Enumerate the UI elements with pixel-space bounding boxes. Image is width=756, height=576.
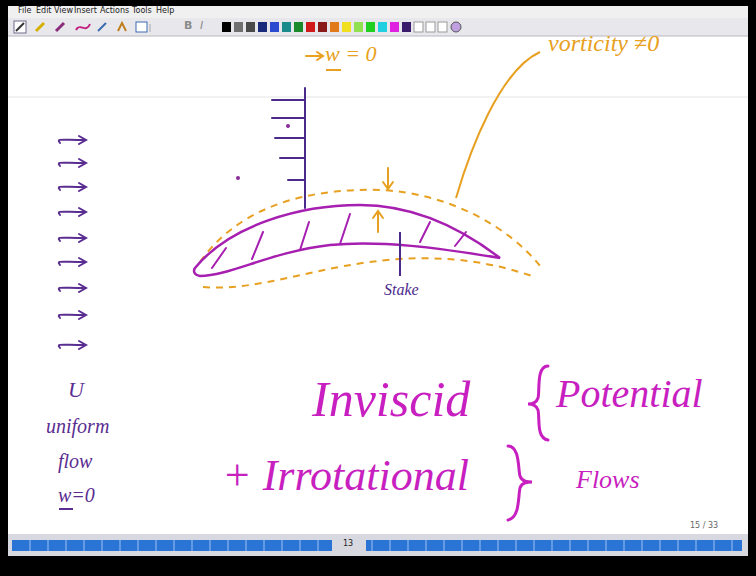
- menu-item: Help: [156, 7, 174, 16]
- page-strip-divider: [660, 540, 661, 551]
- menu-item: File: [18, 7, 31, 16]
- page-strip-divider: [498, 540, 499, 551]
- page-strip-divider: [156, 540, 157, 551]
- page-strip-divider: [264, 540, 265, 551]
- page-strip-divider: [246, 540, 247, 551]
- airfoil: [194, 205, 500, 276]
- page-strip-divider: [678, 540, 679, 551]
- page-strip-divider: [426, 540, 427, 551]
- stake-line: [399, 232, 401, 276]
- page-strip-divider: [732, 540, 733, 551]
- toolbar-tools: [14, 21, 150, 33]
- page-strip-divider: [390, 540, 391, 551]
- page-strip-divider: [552, 540, 553, 551]
- menu-item: View: [54, 7, 73, 16]
- page-strip-divider: [444, 540, 445, 551]
- toolbar-button: I: [200, 20, 203, 32]
- page-strip-divider: [174, 540, 175, 551]
- dot: [236, 176, 240, 180]
- page-strip-divider: [30, 540, 31, 551]
- page-strip-divider: [462, 540, 463, 551]
- annotation: flow: [58, 450, 92, 472]
- heading-word: + Irrotational: [222, 452, 469, 500]
- toolbar-button: B: [184, 20, 192, 32]
- page-strip-divider: [120, 540, 121, 551]
- page-guide: [8, 97, 748, 98]
- vector-underline: [59, 508, 73, 510]
- vector-underline: [326, 69, 341, 71]
- heading-word: Flows: [576, 466, 640, 495]
- page-counter: 15 / 33: [690, 522, 718, 531]
- page-strip-divider: [102, 540, 103, 551]
- page-strip-divider: [372, 540, 373, 551]
- airfoil-hatching: [212, 214, 466, 268]
- page-number: 13: [343, 540, 353, 549]
- menu-item: Actions: [100, 7, 129, 16]
- page-strip-divider: [84, 540, 85, 551]
- page-strip-divider: [228, 540, 229, 551]
- annotation: vorticity ≠0: [548, 30, 659, 56]
- page-strip-divider: [516, 540, 517, 551]
- page-strip-divider: [66, 540, 67, 551]
- page-strip-divider: [48, 540, 49, 551]
- page-strip-divider: [624, 540, 625, 551]
- heading-word: Potential: [556, 372, 703, 416]
- annotation: w = 0: [325, 42, 377, 66]
- page-strip-divider: [282, 540, 283, 551]
- page-strip: [12, 540, 742, 551]
- page-strip-divider: [210, 540, 211, 551]
- page-strip-divider: [300, 540, 301, 551]
- page-strip-divider: [642, 540, 643, 551]
- page-strip-divider: [408, 540, 409, 551]
- page-strip-divider: [588, 540, 589, 551]
- page-strip-divider: [192, 540, 193, 551]
- leader-line: [456, 52, 540, 198]
- menu-item: Insert: [74, 7, 97, 16]
- part-label: Stake: [384, 281, 419, 299]
- velocity-profile: [272, 88, 305, 208]
- heading-word: Inviscid: [312, 372, 470, 427]
- page-strip-divider: [696, 540, 697, 551]
- menu-item: Tools: [132, 7, 152, 16]
- color-palette: [222, 22, 461, 32]
- page-strip-divider: [480, 540, 481, 551]
- menu-item: Edit: [36, 7, 52, 16]
- symbol-label: U: [68, 378, 84, 402]
- page-strip-divider: [606, 540, 607, 551]
- uniform-flow-arrows: [59, 136, 86, 349]
- annotation: w=0: [58, 484, 95, 506]
- page-strip-divider: [318, 540, 319, 551]
- brace: [508, 366, 548, 520]
- page-strip-divider: [570, 540, 571, 551]
- menu-bar: [8, 6, 748, 18]
- status-bar: [8, 534, 748, 556]
- page-strip-divider: [714, 540, 715, 551]
- window: [8, 6, 748, 556]
- page-strip-divider: [534, 540, 535, 551]
- page-strip-divider: [138, 540, 139, 551]
- page-strip-dividers: [30, 540, 732, 551]
- annotation: uniform: [46, 415, 109, 437]
- dot: [286, 124, 290, 128]
